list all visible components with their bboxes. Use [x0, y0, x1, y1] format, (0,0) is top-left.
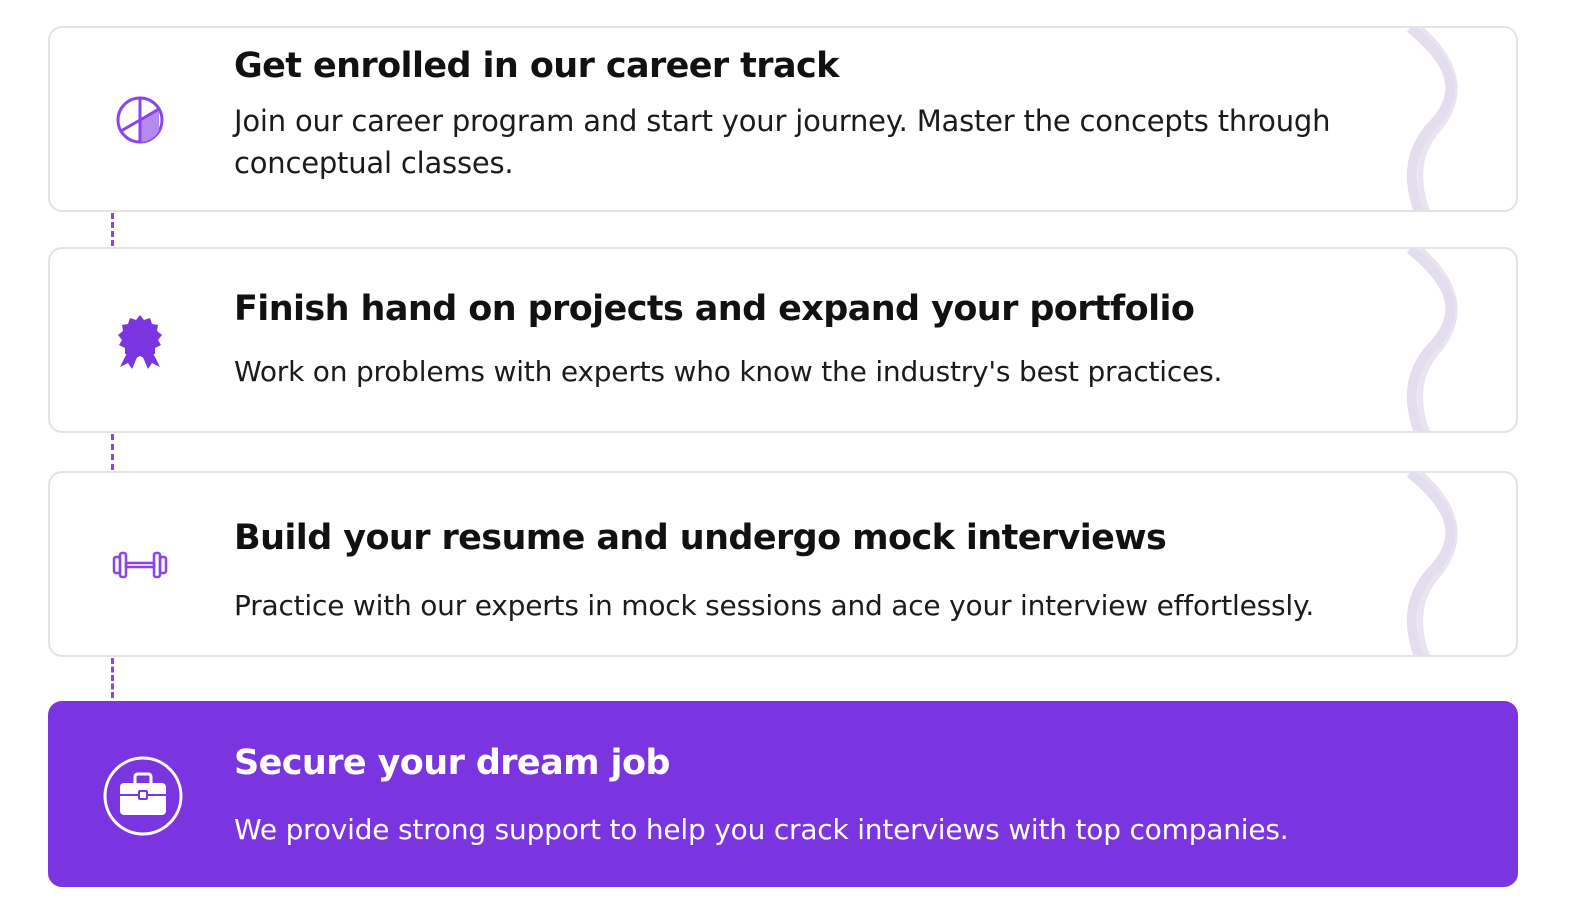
step-title: Secure your dream job	[234, 743, 670, 783]
dashed-connector	[111, 213, 114, 246]
step-title: Build your resume and undergo mock inter…	[234, 518, 1167, 558]
award-badge-icon	[110, 311, 170, 371]
wave-decoration	[1406, 249, 1458, 431]
step-card-projects: Finish hand on projects and expand your …	[48, 247, 1518, 433]
step-card-resume: Build your resume and undergo mock inter…	[48, 471, 1518, 657]
step-description: Join our career program and start your j…	[234, 104, 1331, 180]
dashed-connector	[111, 434, 114, 470]
pie-chart-icon	[110, 90, 170, 150]
step-card-dream-job: Secure your dream job We provide strong …	[48, 701, 1518, 887]
dashed-connector	[111, 658, 114, 698]
wave-decoration	[1406, 28, 1458, 210]
step-title: Finish hand on projects and expand your …	[234, 289, 1195, 329]
step-description: Work on problems with experts who know t…	[234, 355, 1223, 388]
dumbbell-icon	[110, 535, 170, 595]
step-card-enroll: Get enrolled in our career track Join ou…	[48, 26, 1518, 212]
briefcase-icon	[102, 755, 184, 837]
wave-decoration	[1406, 473, 1458, 655]
step-title: Get enrolled in our career track	[234, 46, 839, 86]
step-description: Practice with our experts in mock sessio…	[234, 589, 1315, 622]
step-description: We provide strong support to help you cr…	[234, 813, 1289, 846]
